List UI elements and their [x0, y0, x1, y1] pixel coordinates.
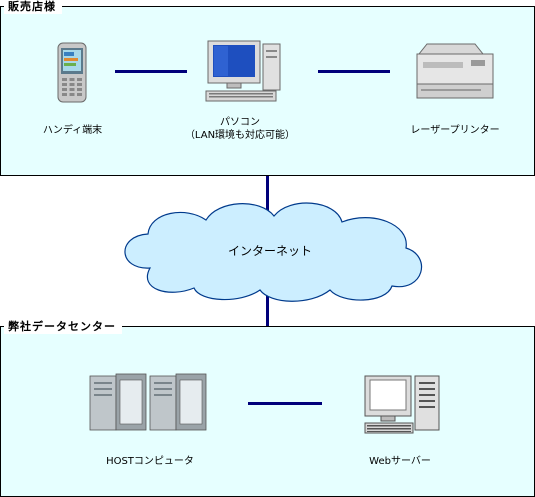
- datacenter-panel-title: 弊社データセンター: [4, 320, 122, 334]
- handheld-terminal-label: ハンディ端末: [42, 125, 103, 136]
- pc-icon: [205, 40, 281, 102]
- store-panel-title: 販売店様: [4, 0, 62, 14]
- connector-pc-printer: [318, 70, 390, 73]
- host-computer-label: HOSTコンピュータ: [106, 456, 194, 467]
- laser-printer-label: レーザープリンター: [410, 125, 500, 136]
- pc-label-line2: （LAN環境も対応可能）: [184, 130, 296, 141]
- internet-cloud-icon: [124, 202, 423, 302]
- pc-label-line1: パソコン: [220, 117, 260, 128]
- web-server-label: Webサーバー: [369, 456, 431, 467]
- connector-store-internet: [266, 176, 269, 212]
- connector-host-web: [248, 402, 322, 405]
- host-computer-icon: [89, 373, 207, 431]
- web-server-icon: [364, 375, 440, 434]
- laser-printer-icon: [416, 43, 494, 99]
- internet-label: インターネット: [227, 244, 312, 258]
- connector-handheld-pc: [115, 70, 187, 73]
- handheld-terminal-icon: [57, 42, 87, 103]
- connector-internet-datacenter: [266, 290, 269, 326]
- datacenter-panel: [0, 326, 535, 497]
